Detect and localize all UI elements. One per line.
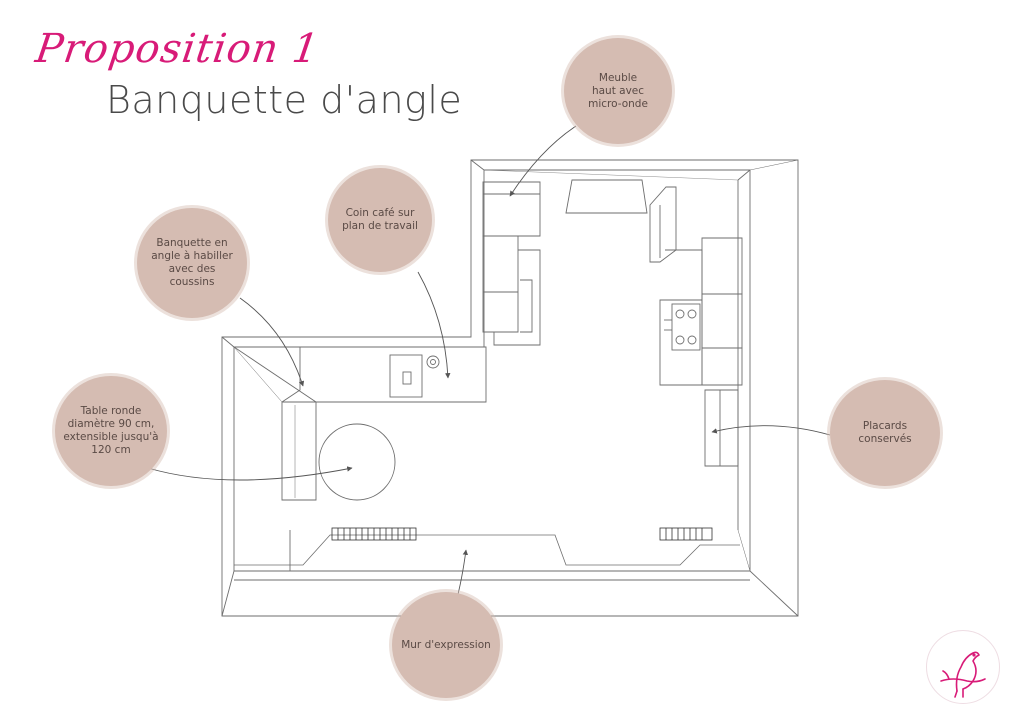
annotation-coin-cafe: Coin café sur plan de travail	[328, 168, 432, 272]
page-title: Banquette d'angle	[106, 78, 463, 122]
brand-logo	[926, 630, 1000, 704]
leader-table	[147, 466, 353, 481]
annotation-meuble-haut: Meuble haut avec micro-onde	[564, 38, 672, 144]
outer-wall	[221, 159, 799, 617]
round-table	[318, 423, 396, 501]
banquette	[232, 346, 317, 501]
bird-icon	[940, 651, 986, 698]
annotation-banquette-text: Banquette en angle à habiller avec des c…	[151, 237, 233, 288]
closet	[704, 389, 739, 467]
annotation-meuble-haut-text: Meuble haut avec micro-onde	[588, 71, 648, 110]
cooktop	[671, 303, 701, 351]
annotation-mur-text: Mur d'expression	[401, 638, 491, 651]
inner-wall	[233, 169, 751, 572]
annotation-placards-text: Placards conservés	[858, 420, 912, 445]
leader-meuble	[509, 125, 577, 197]
leader-banquette	[239, 297, 305, 387]
upper-cabinet-microwave	[482, 235, 519, 333]
coffee-machine	[389, 354, 423, 398]
leader-placards	[711, 425, 831, 436]
annotation-mur: Mur d'expression	[392, 592, 500, 698]
annotation-table: Table ronde diamètre 90 cm, extensible j…	[55, 376, 167, 486]
annotation-placards: Placards conservés	[830, 380, 940, 486]
radiator	[659, 527, 713, 541]
annotation-banquette: Banquette en angle à habiller avec des c…	[137, 208, 247, 318]
annotation-coin-cafe-text: Coin café sur plan de travail	[342, 207, 418, 232]
leader-cafe	[417, 271, 451, 379]
annotation-table-text: Table ronde diamètre 90 cm, extensible j…	[63, 405, 159, 456]
radiator	[331, 527, 417, 541]
counter	[300, 346, 487, 403]
